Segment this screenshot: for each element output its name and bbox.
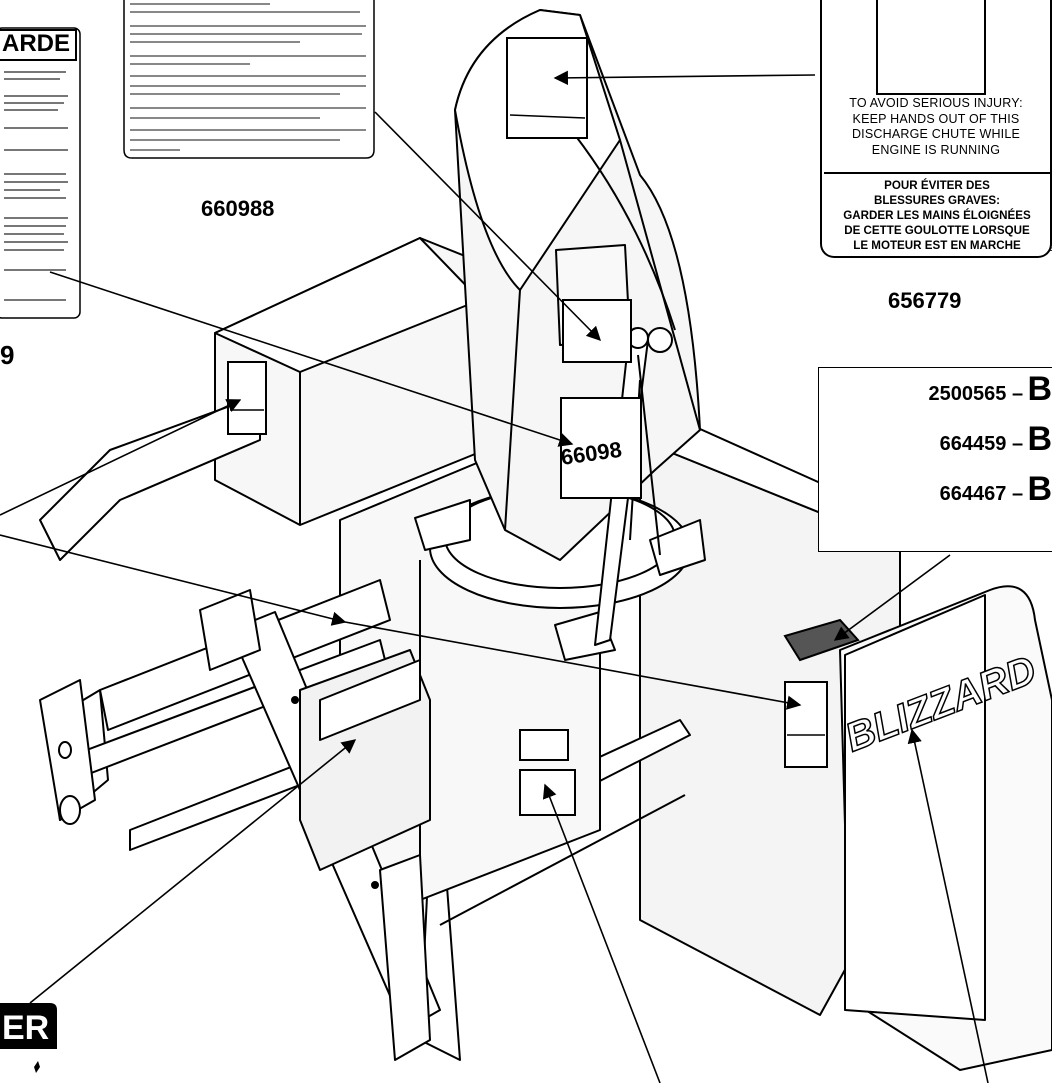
snowblower-body (39, 9, 1052, 1071)
legend-ref: B5 (1027, 420, 1052, 458)
part-label-660988: 660988 (201, 196, 275, 221)
legend-part: 664467 – (939, 483, 1024, 505)
decal-french-text: POUR ÉVITER DES BLESSURES GRAVES: GARDER… (824, 172, 1052, 256)
decal-fr-line: GARDER LES MAINS ÉLOIGNÉES (843, 209, 1031, 222)
lower-decal-a (519, 729, 569, 761)
legend-part: 664459 – (939, 433, 1024, 455)
decal-en-line: DISCHARGE CHUTE WHILE (851, 127, 1021, 141)
legend-row: 664459 – B5 (940, 420, 1052, 459)
part-label-656779: 656779 (888, 288, 962, 313)
leader-lines (0, 70, 989, 1083)
chute-decal-middle (562, 299, 632, 363)
decal-en-line: TO AVOID SERIOUS INJURY: (849, 96, 1023, 110)
decal-english-text: TO AVOID SERIOUS INJURY: KEEP HANDS OUT … (822, 96, 1050, 158)
part-legend: 2500565 – B4 664459 – B5 664467 – B6 (818, 367, 1052, 552)
decal-warning-top (123, 0, 375, 159)
legend-ref: B6 (1027, 470, 1052, 508)
legend-row: 664467 – B6 (940, 470, 1052, 509)
stray-digit: 9 (0, 340, 15, 370)
decal-656779: TO AVOID SERIOUS INJURY: KEEP HANDS OUT … (820, 0, 1052, 258)
decal-en-line: KEEP HANDS OUT OF THIS (852, 111, 1020, 126)
danger-text: ER (2, 1009, 49, 1047)
housing-decal-right (784, 681, 828, 768)
decal-pictogram-frame (876, 0, 986, 95)
legend-ref: B4 (1027, 370, 1052, 408)
decal-fr-last-text: LE MOTEUR EST EN MARCHE (853, 239, 1021, 252)
decal-fr-line: DE CETTE GOULOTTE LORSQUE (844, 224, 1030, 237)
decal-en-line: ENGINE IS RUNNING (871, 142, 1001, 157)
danger-decal-partial: ER (0, 1003, 57, 1083)
chute-decal-660988 (560, 397, 642, 499)
decal-partial-heading: ARDE (2, 30, 71, 57)
housing-decal-left (227, 361, 267, 435)
decal-code: 86 (1049, 241, 1052, 256)
decal-fr-line: LE MOTEUR EST EN MARCHE 86 (824, 238, 1052, 256)
decal-partial-left (0, 27, 81, 319)
legend-part: 2500565 – (928, 383, 1024, 405)
decal-fr-line: BLESSURES GRAVES: (873, 194, 1001, 207)
chute-decal-upper (506, 37, 588, 139)
legend-row: 2500565 – B4 (929, 370, 1052, 409)
decal-fr-line: POUR ÉVITER DES (884, 179, 990, 192)
